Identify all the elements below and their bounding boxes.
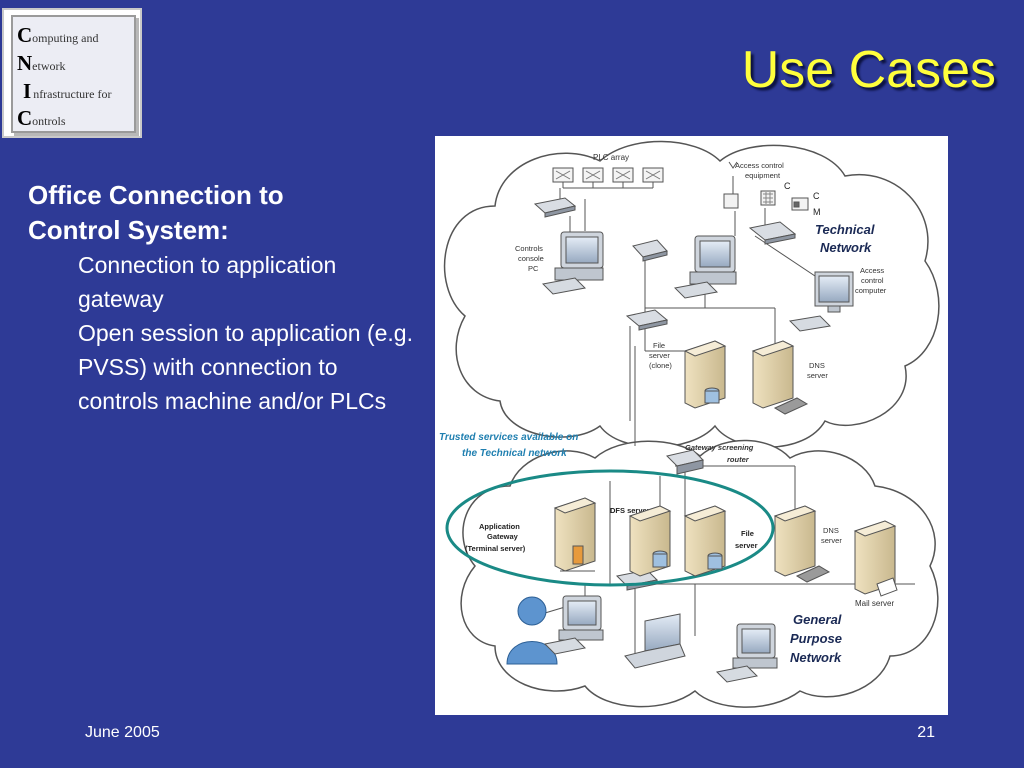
access-computer-label-2: control [861, 276, 884, 285]
logo-line-controls: Controls [17, 106, 66, 130]
network-diagram: PLC array Access control equipment C C M… [435, 136, 948, 715]
switch-icon [625, 309, 669, 331]
mail-server-label: Mail server [855, 599, 894, 608]
plc-array [552, 167, 664, 183]
card-letter-m: M [813, 207, 821, 217]
server-tower-icon [751, 340, 809, 415]
general-network-label-1: General [793, 612, 842, 627]
desktop-pc-icon [541, 231, 604, 295]
app-gateway-label-2: Gateway [487, 532, 519, 541]
trusted-services-label-1: Trusted services available on [439, 432, 578, 443]
heading-line-2: Control System: [28, 215, 229, 245]
desktop-pc-icon [673, 235, 737, 299]
logo-line-network: Network [17, 51, 66, 75]
network-diagram-svg: PLC array Access control equipment C C M… [439, 140, 940, 708]
bullet-item: Connection to application gateway [78, 252, 337, 312]
server-tower-icon [683, 340, 727, 409]
dns-top-label-2: server [807, 371, 828, 380]
access-control-label-2: equipment [745, 171, 781, 180]
trusted-services-ellipse [445, 469, 775, 587]
controls-console-label-3: PC [528, 264, 539, 273]
access-control-label-1: Access control [735, 161, 784, 170]
logo-line-computing: Computing and [17, 23, 99, 47]
dns-bottom-label-1: DNS [823, 526, 839, 535]
heading-line-1: Office Connection to [28, 180, 284, 210]
desktop-pc-icon [543, 595, 604, 655]
dfs-server-label: DFS server [610, 506, 650, 515]
slide-title: Use Cases [741, 41, 996, 99]
controls-console-label-2: console [518, 254, 544, 263]
file-server-bottom-label-2: server [735, 541, 758, 550]
dns-top-label-1: DNS [809, 361, 825, 370]
bullet-list: Connection to application gateway Open s… [28, 248, 418, 418]
router-icon [666, 449, 704, 475]
app-gateway-label-3: (Terminal server) [465, 544, 526, 553]
bullet-item: Open session to application (e.g. PVSS) … [78, 320, 413, 414]
dns-bottom-label-2: server [821, 536, 842, 545]
card-letter-c-1: C [784, 181, 791, 191]
technical-network-label-2: Network [820, 240, 872, 255]
server-tower-icon [683, 505, 727, 577]
trusted-services-label-2: the Technical network [462, 448, 567, 459]
switch-icon [748, 221, 797, 245]
file-server-clone-label-2: server [649, 351, 670, 360]
server-tower-icon [773, 505, 831, 583]
general-network-label-2: Purpose [790, 631, 842, 646]
switch-icon [533, 197, 577, 218]
server-tower-icon [853, 520, 898, 597]
technical-network-label-1: Technical [815, 222, 875, 237]
app-gateway-label-1: Application [479, 522, 520, 531]
laptop-icon [624, 613, 686, 669]
user-icon [506, 596, 558, 665]
content-text: Office Connection to Control System: Con… [28, 178, 418, 418]
access-computer-label-3: computer [855, 286, 887, 295]
lcd-monitor-icon [788, 271, 854, 332]
access-computer-label-1: Access [860, 266, 884, 275]
general-network-label-3: Network [790, 650, 842, 665]
gateway-router-label-2: router [727, 455, 750, 464]
server-tower-icon [628, 505, 672, 577]
file-server-clone-label-1: File [653, 341, 665, 350]
file-server-bottom-label-1: File [741, 529, 754, 538]
controls-console-label-1: Controls [515, 244, 543, 253]
footer-date: June 2005 [85, 724, 160, 741]
gateway-router-label-1: Gateway screening [685, 443, 754, 452]
page-number: 21 [917, 724, 935, 741]
server-tower-icon [553, 497, 597, 572]
content-heading: Office Connection to Control System: [28, 178, 418, 248]
card-letter-c-2: C [813, 191, 820, 201]
switch-icon [632, 239, 668, 262]
desktop-pc-icon [715, 623, 778, 683]
file-server-clone-label-3: (clone) [649, 361, 672, 370]
plc-array-label: PLC array [593, 153, 629, 162]
access-control-equipment [723, 161, 809, 211]
